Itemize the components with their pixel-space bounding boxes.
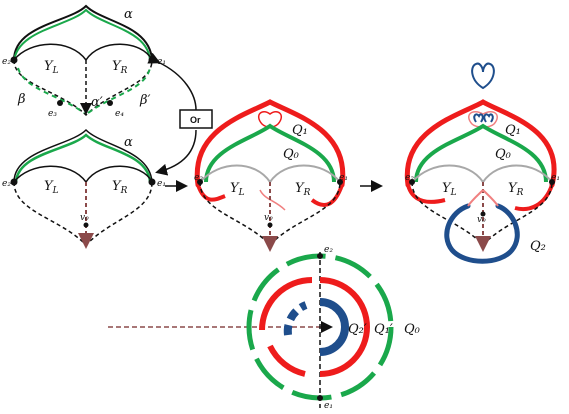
alpha-curve-black [13,4,153,61]
y-left-arc-2 [13,165,87,183]
q1-ring-left-bottom [267,344,306,377]
e1-label: e₁ [157,57,166,67]
y-right-arc-4 [482,164,553,183]
e2-label-3: e₂ [194,173,203,183]
e1-point [148,56,156,64]
q2-ring-left [283,301,308,336]
panel-top-left: α YL YR e₂ e₁ e₃ e₄ β α′ β′ [2,4,166,119]
e1-point-3 [337,179,343,185]
y-right-label: YR [112,59,128,76]
e3-label: e₃ [48,109,57,119]
q2-label-4: Q₂ [530,239,546,254]
q2-inner-blue-right [483,113,494,123]
y-left-arc-4 [411,164,484,183]
v0-point-4 [480,211,486,217]
alpha-label: α [124,7,133,22]
q2-top-heart [471,62,495,90]
q1-red-tail-left-4 [406,184,446,204]
q1-curve [194,99,346,188]
y-left-label-3: YL [230,181,245,198]
alpha-prime-label: α′ [91,95,103,110]
v0-label-3: v₀ [264,213,273,223]
beta-dashed-curve [13,59,153,117]
q1-ring-left-top [259,277,313,331]
e2-label-4: e₂ [405,173,414,183]
q0-label-4: Q₀ [495,147,512,162]
q2-ring-right [319,298,349,356]
q0-label-5: Q₀ [404,322,421,337]
y-right-arc-3 [269,164,341,183]
q0-curve-4 [414,123,548,183]
e1-point-2 [148,178,156,186]
q1-red-tail-right [310,184,344,207]
y-right-label-4: YR [508,181,524,198]
y-right-label-3: YR [295,181,311,198]
y-left-label-2: YL [44,179,59,196]
e1-label-5: e₁ [324,401,333,411]
panel-middle-left: α YL YR e₂ e₁ v₀ [2,128,166,249]
or-box [179,109,213,129]
q1-ring-right [319,277,370,377]
beta-label: β [17,92,26,107]
q1-red-tail-left [196,184,226,202]
q1-label-4: Q₁ [505,123,521,138]
bottom-dashed-heart-3 [199,181,341,247]
q1-red-tail-right-4 [514,184,554,211]
e1-label-2: e₁ [157,179,166,189]
e1-label-3: e₁ [339,173,348,183]
y-left-arc [13,43,87,61]
e2-point [10,56,18,64]
y-right-label-2: YR [112,179,128,196]
q0-label-3: Q₀ [283,147,300,162]
e2-label-2: e₂ [2,179,11,189]
alpha-curve-green [13,8,151,63]
alpha-label-2: α [124,135,133,150]
e2-label-5: e₂ [324,245,333,255]
e2-point-4 [409,179,415,185]
e1-point-4 [549,179,555,185]
v0-point-3 [267,222,273,228]
q1-label-3: Q₁ [292,123,308,138]
e3-point [57,100,63,106]
y-left-label: YL [44,59,59,76]
q0-curve [204,123,336,183]
e1-point-5 [317,395,323,401]
q1-curve-4 [404,99,557,188]
or-connector: Or [147,52,213,176]
panel-bottom-rings: e₂ e₁ Q₂′ Q₁′ Q₀ [108,245,421,411]
e4-point [107,100,113,106]
y-right-arc [85,43,153,61]
e2-point-2 [10,178,18,186]
or-arrow-bottom [155,129,197,176]
panel-right: Q₁ Q₀ YL YR e₂ e₁ v₀ Q₂ [404,62,560,264]
pink-dip-3 [259,189,286,211]
y-left-label-4: YL [442,181,457,198]
q2-prime-label: Q₂′ [348,322,367,337]
pink-link-left-4 [467,189,484,207]
v0-label-4: v₀ [477,215,486,225]
v0-label-2: v₀ [80,213,89,223]
y-right-arc-2 [85,165,153,183]
panel-middle: Q₁ Q₀ YL YR e₂ e₁ v₀ [194,99,348,252]
v0-point-2 [83,222,89,228]
alpha-curve-green-2 [14,133,152,183]
e2-label: e₂ [2,57,11,67]
beta-green-dashed [17,67,85,114]
y-left-arc-3 [199,164,271,183]
or-box-label: Or [190,115,201,125]
q1-prime-label: Q₁′ [374,322,393,337]
q2-inner-blue-left [473,113,484,123]
or-arrow-top [147,52,197,111]
e2-point-5 [317,253,323,259]
alpha-curve-black-2 [13,128,153,183]
pink-link-right-4 [482,189,499,207]
q2-curve [444,203,520,264]
e2-point-3 [197,179,203,185]
e1-label-4: e₁ [551,173,560,183]
beta-prime-label: β′ [139,93,151,108]
e4-label: e₄ [115,109,124,119]
